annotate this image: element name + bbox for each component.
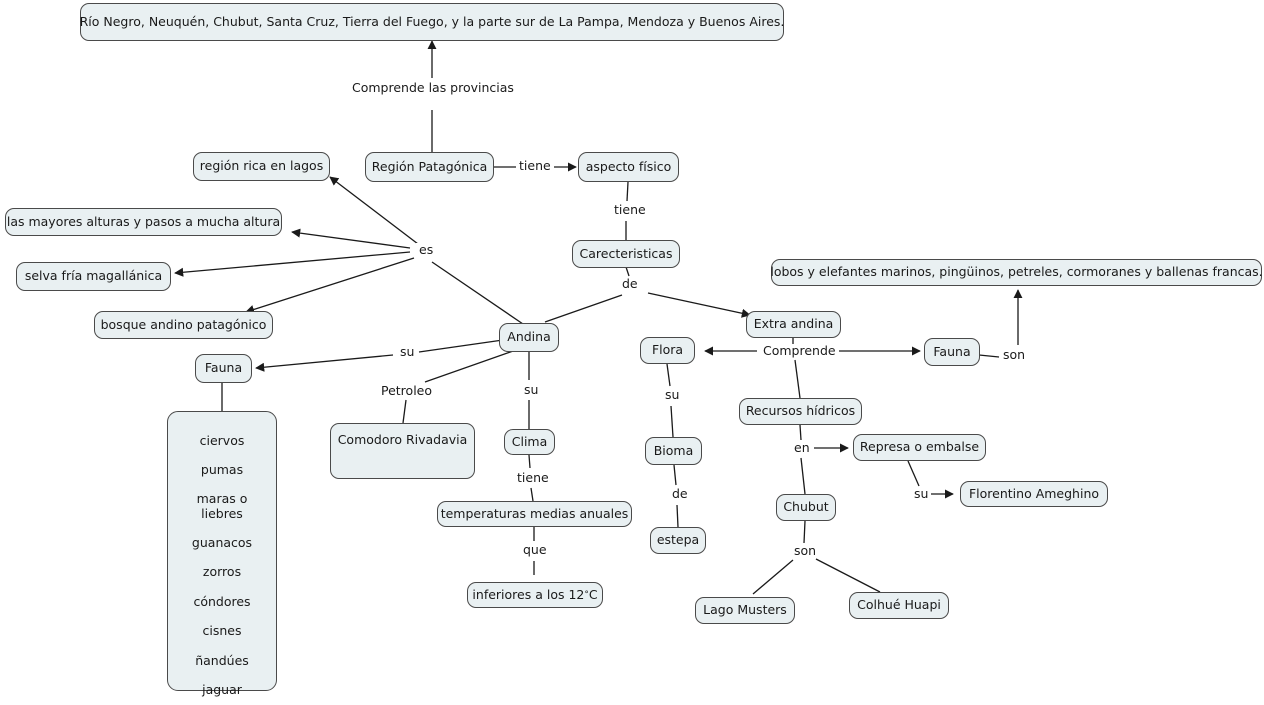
node-region-rica-en-lagos-label: región rica en lagos: [199, 158, 324, 174]
link-label-su-florentino: su: [911, 487, 932, 501]
link-label-petroleo: Petroleo: [378, 384, 436, 398]
node-selva-fria-magallanica-label: selva fría magallánica: [24, 268, 163, 284]
node-represa-o-embalse[interactable]: Represa o embalse: [853, 434, 986, 461]
list-item: cóndores: [193, 593, 251, 609]
node-bioma-label: Bioma: [653, 442, 694, 458]
node-estepa[interactable]: estepa: [650, 527, 706, 554]
node-mayores-alturas[interactable]: las mayores alturas y pasos a mucha altu…: [5, 208, 282, 236]
node-region-rica-en-lagos[interactable]: región rica en lagos: [193, 152, 330, 181]
link-label-tiene-aspecto: tiene: [516, 159, 554, 173]
list-item: ciervos: [199, 432, 245, 448]
node-inferiores-12c[interactable]: inferiores a los 12°C: [467, 582, 603, 608]
node-recursos-hidricos[interactable]: Recursos hídricos: [739, 398, 862, 425]
link-label-tiene-carecteristicas: tiene: [611, 203, 649, 217]
node-region-patagonica-label: Región Patagónica: [371, 158, 488, 174]
node-fauna-andina-label: Fauna: [204, 360, 243, 376]
node-provincias-label: Río Negro, Neuquén, Chubut, Santa Cruz, …: [79, 13, 785, 29]
link-label-su-bioma: su: [662, 388, 683, 402]
node-inferiores-label: inferiores a los 12°C: [472, 586, 598, 602]
node-bosque-andino-patagonico[interactable]: bosque andino patagónico: [94, 311, 273, 339]
list-item: guanacos: [191, 535, 253, 550]
node-flora[interactable]: Flora: [640, 337, 695, 364]
link-label-de-andina: de: [619, 277, 641, 291]
node-fauna-marina-lista[interactable]: lobos y elefantes marinos, pingüinos, pe…: [770, 259, 1263, 286]
node-comodoro-rivadavia-label: Comodoro Rivadavia: [337, 432, 468, 447]
node-fauna-andina-list[interactable]: ciervos pumas maras o liebres guanacos z…: [167, 411, 277, 697]
node-selva-fria-magallanica[interactable]: selva fría magallánica: [16, 262, 171, 291]
node-inferiores-text: inferiores a los 12: [472, 586, 585, 602]
link-label-su-clima: su: [521, 383, 542, 397]
node-aspecto-fisico[interactable]: aspecto físico: [578, 152, 679, 182]
list-item: pumas: [200, 461, 244, 477]
node-provincias[interactable]: Río Negro, Neuquén, Chubut, Santa Cruz, …: [80, 3, 784, 41]
node-lago-musters-label: Lago Musters: [703, 602, 787, 618]
node-chubut-label: Chubut: [783, 499, 829, 515]
node-fauna-extra-andina[interactable]: Fauna: [924, 338, 980, 366]
node-clima[interactable]: Clima: [504, 429, 555, 455]
link-label-en-represa: en: [791, 441, 813, 455]
node-fauna-extra-andina-label: Fauna: [933, 343, 971, 359]
node-comodoro-rivadavia[interactable]: Comodoro Rivadavia: [330, 423, 475, 479]
node-andina-label: Andina: [507, 329, 551, 345]
list-item: zorros: [202, 564, 242, 580]
node-andina[interactable]: Andina: [499, 323, 559, 352]
link-label-es: es: [416, 243, 437, 257]
node-fauna-marina-label: lobos y elefantes marinos, pingüinos, pe…: [770, 264, 1263, 280]
list-item: cisnes: [202, 623, 242, 639]
node-temperaturas-medias-anuales[interactable]: temperaturas medias anuales: [437, 501, 632, 527]
node-represa-label: Represa o embalse: [859, 439, 980, 455]
node-extra-andina-label: Extra andina: [753, 316, 834, 332]
node-colhue-huapi[interactable]: Colhué Huapi: [849, 592, 949, 619]
node-region-patagonica[interactable]: Región Patagónica: [365, 152, 494, 182]
link-label-que: que: [520, 543, 550, 557]
list-item: maras o liebres: [196, 491, 248, 521]
node-florentino-label: Florentino Ameghino: [968, 485, 1100, 501]
node-carecteristicas[interactable]: Carecteristicas: [572, 240, 680, 268]
link-label-son-marinos: son: [1000, 348, 1029, 362]
node-extra-andina[interactable]: Extra andina: [746, 311, 841, 338]
node-bosque-andino-patagonico-label: bosque andino patagónico: [100, 316, 267, 332]
link-label-tiene-temperaturas: tiene: [514, 471, 552, 485]
node-clima-label: Clima: [511, 433, 548, 449]
node-recursos-hidricos-label: Recursos hídricos: [745, 403, 856, 419]
node-florentino-ameghino[interactable]: Florentino Ameghino: [960, 481, 1108, 507]
node-inferiores-unit: C: [588, 586, 598, 602]
node-estepa-label: estepa: [656, 532, 700, 548]
degree-icon: °: [584, 589, 589, 600]
list-item: ñandúes: [195, 652, 249, 668]
node-lago-musters[interactable]: Lago Musters: [695, 597, 795, 624]
link-label-son-lagos: son: [791, 544, 820, 558]
node-flora-label: Flora: [651, 342, 684, 358]
node-carecteristicas-label: Carecteristicas: [579, 245, 673, 261]
link-label-su-fauna: su: [397, 345, 418, 359]
node-temperaturas-label: temperaturas medias anuales: [440, 505, 629, 521]
link-label-de-estepa: de: [669, 487, 691, 501]
node-mayores-alturas-label: las mayores alturas y pasos a mucha altu…: [6, 213, 281, 229]
link-label-comprende-las-provincias: Comprende las provincias: [349, 81, 517, 95]
node-colhue-huapi-label: Colhué Huapi: [857, 597, 941, 613]
node-chubut[interactable]: Chubut: [776, 494, 836, 521]
list-item: jaguar: [202, 681, 242, 697]
node-aspecto-fisico-label: aspecto físico: [585, 158, 672, 174]
link-label-comprende: Comprende: [760, 344, 839, 358]
node-bioma[interactable]: Bioma: [645, 437, 702, 465]
node-fauna-andina[interactable]: Fauna: [195, 354, 252, 383]
